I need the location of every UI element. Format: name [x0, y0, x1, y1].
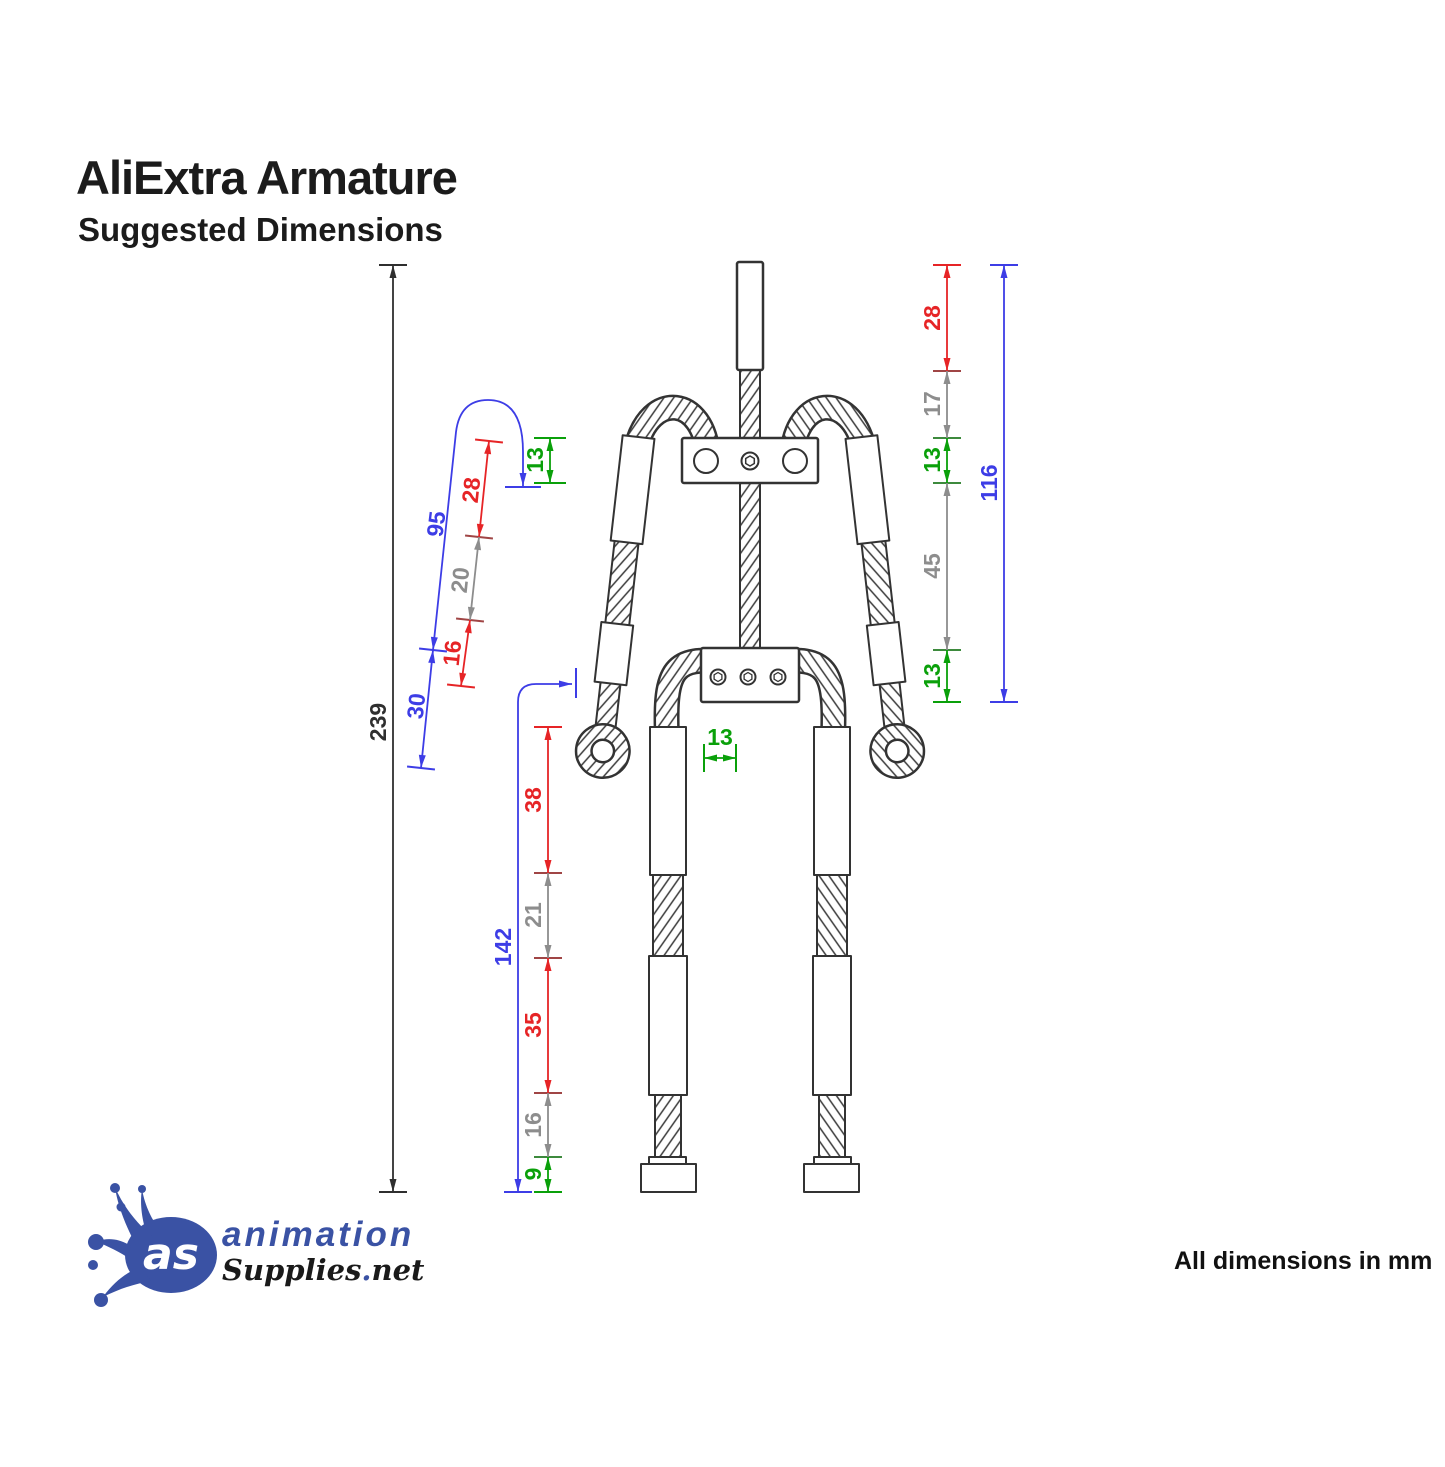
- logo-dot: .: [361, 1253, 372, 1287]
- logo-brand-line1: animation: [222, 1215, 415, 1254]
- shin-tube: [648, 955, 688, 1096]
- forearm-tube: [593, 621, 635, 687]
- arm-right: [843, 435, 919, 772]
- dim-label-neck: 17: [919, 391, 945, 417]
- leg-right: [803, 726, 860, 1193]
- dim-hip-width: 13: [703, 724, 737, 772]
- logo-brand-line2: Supplies.net: [222, 1256, 424, 1285]
- leg-left: [640, 726, 697, 1193]
- head-rod: [735, 260, 765, 372]
- dim-label-plate-13: 13: [522, 447, 548, 473]
- dim-torso-chain: 28 17 13 45 13: [919, 264, 961, 703]
- dim-label-thigh: 38: [520, 787, 546, 813]
- spine-wire: [739, 365, 761, 653]
- dim-label-elbow: 20: [446, 566, 475, 594]
- armature-figure: [574, 260, 919, 1193]
- logo-mark: as: [143, 1229, 199, 1280]
- dim-label-knee: 21: [520, 902, 546, 928]
- dim-label-239: 239: [365, 703, 391, 741]
- dim-label-forearm: 16: [438, 639, 467, 667]
- dim-label-shin: 35: [520, 1012, 546, 1038]
- dim-label-upper-arm: 28: [457, 476, 486, 504]
- dim-label-foot: 9: [520, 1168, 546, 1181]
- chest-plate: [680, 436, 820, 485]
- upper-arm-tube: [609, 434, 656, 546]
- dim-arm-chain: 28 20 16: [438, 438, 504, 689]
- knee-wire: [652, 870, 684, 961]
- dim-leg-total: 142: [490, 668, 577, 1193]
- dim-label-width-13: 13: [707, 724, 733, 750]
- dim-leg-chain: 38 21 35 16 9: [520, 726, 562, 1193]
- ankle-wire: [654, 1090, 682, 1160]
- page-title: AliExtra Armature: [76, 151, 458, 204]
- dim-chest-plate-left: 13: [522, 437, 566, 484]
- dim-label-116: 116: [976, 464, 1002, 501]
- dim-label-ankle: 16: [520, 1112, 546, 1138]
- logo-net: net: [371, 1253, 425, 1287]
- logo-supplies: Supplies: [222, 1253, 362, 1287]
- chest-plate-screw: [740, 451, 760, 471]
- dim-torso-total: 116: [976, 264, 1018, 703]
- hand-loop: [574, 723, 631, 780]
- dim-label-95: 95: [422, 510, 451, 539]
- chest-plate-hole-left: [693, 448, 719, 474]
- dim-label-142: 142: [490, 928, 516, 966]
- thigh-tube: [649, 726, 687, 876]
- elbow-wire: [604, 538, 640, 629]
- chest-plate-hole-right: [782, 448, 808, 474]
- dim-label-30: 30: [402, 692, 431, 720]
- logo-splat-icon: as: [88, 1183, 217, 1307]
- dim-overall-height: 239: [365, 264, 407, 1193]
- arm-left: [574, 434, 656, 780]
- dim-label-spine: 45: [919, 553, 945, 579]
- dim-label-hip-plate: 13: [919, 663, 945, 689]
- hip-plate: [699, 646, 801, 704]
- page-subtitle: Suggested Dimensions: [78, 211, 443, 248]
- dim-label-head: 28: [919, 305, 945, 331]
- units-note: All dimensions in mm: [1174, 1247, 1433, 1275]
- dim-arm-wire: 95 30: [402, 399, 541, 771]
- foot-block: [640, 1163, 697, 1193]
- dim-label-chest-plate: 13: [919, 447, 945, 473]
- logo: as animation Supplies.net: [85, 1183, 430, 1308]
